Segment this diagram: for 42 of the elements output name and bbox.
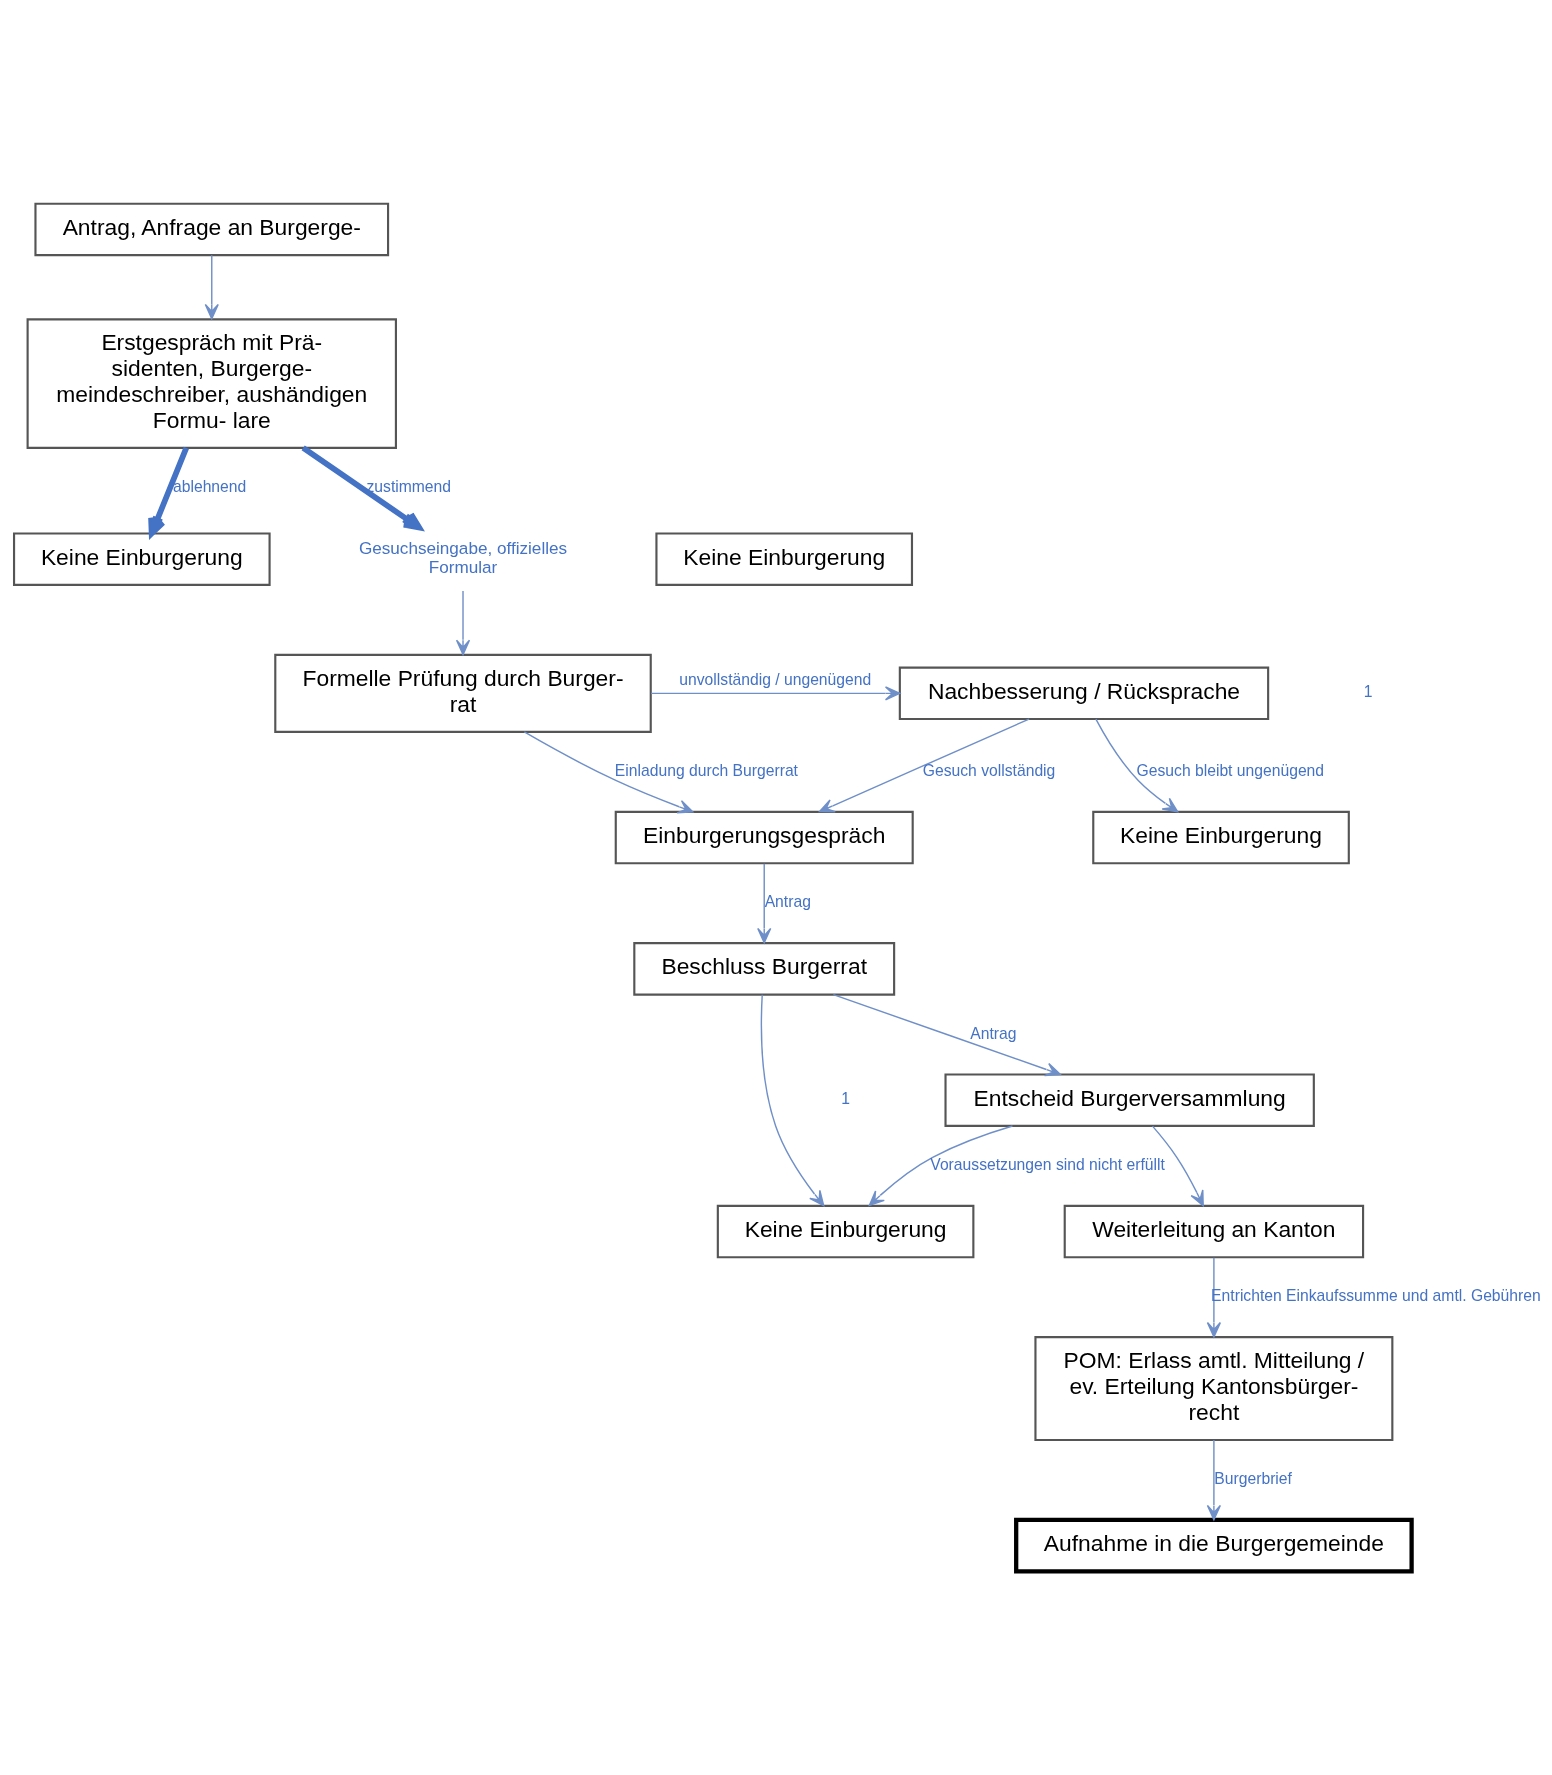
- edge-label: Voraussetzungen sind nicht erfüllt: [930, 1155, 1165, 1173]
- arrow: [1206, 1257, 1222, 1338]
- arrow: [757, 863, 772, 944]
- edge-label: Einladung durch Burgerrat: [614, 761, 798, 779]
- arrow: [523, 731, 694, 814]
- arrow: [1095, 718, 1179, 813]
- edge-label: zustimmend: [366, 477, 452, 495]
- node-box: Entscheid Burgerversammlung: [944, 1073, 1315, 1127]
- arrow: [204, 254, 219, 320]
- node-box: Keine Einburgerung: [1092, 810, 1350, 865]
- node-box: Einburgerungsgespräch: [614, 810, 914, 865]
- node-box: Beschluss Burgerrat: [633, 942, 896, 996]
- edge-label: Antrag: [970, 1024, 1017, 1042]
- arrow: [1206, 1439, 1222, 1521]
- arrow: [650, 686, 901, 701]
- node-box: Formelle Prüfung durch Burger- rat: [274, 653, 652, 733]
- node-box: Keine Einburgerung: [716, 1204, 975, 1259]
- arrow: [301, 445, 423, 531]
- edge-label: Burgerbrief: [1214, 1469, 1292, 1487]
- edge-label: Antrag: [764, 893, 811, 911]
- node-box: Keine Einburgerung: [13, 532, 271, 586]
- arrow: [832, 993, 1061, 1077]
- arrow: [1151, 1125, 1204, 1207]
- node-box: Antrag, Anfrage an Burgerge-: [34, 202, 390, 257]
- arrow: [455, 590, 471, 656]
- node-box: Weiterleitung an Kanton: [1063, 1204, 1365, 1259]
- node-box: Keine Einburgerung: [655, 532, 914, 586]
- node-box: Nachbesserung / Rücksprache: [898, 666, 1270, 721]
- node-box: POM: Erlass amtl. Mitteilung / ev. Erteilung Kantonsbürger- recht: [1034, 1336, 1394, 1442]
- edge-label: Gesuch vollständig: [922, 761, 1056, 779]
- arrow: [868, 1125, 1014, 1207]
- node-text: Gesuchseingabe, offizielles Formular: [358, 538, 568, 577]
- node-box: Aufnahme in die Burgergemeinde: [1014, 1517, 1414, 1574]
- label: 1: [1363, 683, 1373, 701]
- edge-label: ablehnend: [172, 477, 247, 495]
- arrow: [760, 994, 825, 1207]
- arrow: [148, 446, 189, 537]
- edge-label: Gesuch bleibt ungenügend: [1136, 761, 1325, 779]
- arrow: [818, 718, 1030, 813]
- node-box: Erstgespräch mit Prä- sidenten, Burgerge- meindeschreiber, aushändigen Formu- lare: [26, 318, 397, 449]
- edge-label: unvollständig / ungenügend: [679, 670, 872, 688]
- label: 1: [841, 1090, 850, 1108]
